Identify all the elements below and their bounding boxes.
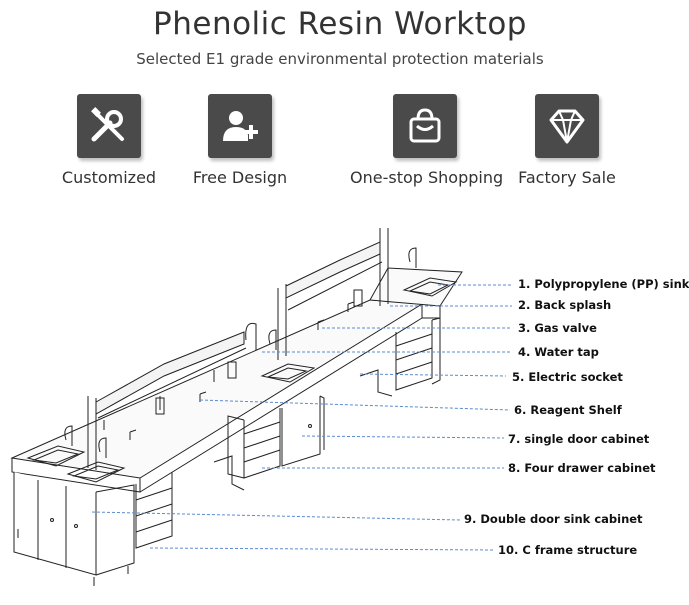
feature-label: Factory Sale bbox=[518, 168, 616, 187]
feature-label: Free Design bbox=[192, 168, 288, 187]
callout-double-door-sink-cabinet: 9. Double door sink cabinet bbox=[464, 512, 643, 526]
callout-single-door-cabinet: 7. single door cabinet bbox=[508, 432, 650, 446]
page-subtitle: Selected E1 grade environmental protecti… bbox=[136, 50, 544, 68]
feature-factory-sale: Factory Sale bbox=[492, 94, 642, 187]
feature-label: Customized bbox=[61, 168, 157, 187]
user-add-icon bbox=[208, 94, 272, 158]
callout-electric-socket: 5. Electric socket bbox=[512, 370, 623, 384]
feature-one-stop-shopping: One-stop Shopping bbox=[350, 94, 504, 187]
callout-pp-sink: 1. Polypropylene (PP) sink bbox=[518, 277, 689, 291]
diamond-icon bbox=[535, 94, 599, 158]
feature-label: One-stop Shopping bbox=[350, 168, 504, 187]
feature-free-design: Free Design bbox=[165, 94, 315, 187]
callout-gas-valve: 3. Gas valve bbox=[518, 321, 597, 335]
page-title: Phenolic Resin Worktop bbox=[153, 6, 527, 42]
callout-water-tap: 4. Water tap bbox=[518, 345, 599, 359]
callout-back-splash: 2. Back splash bbox=[518, 298, 612, 312]
tools-icon bbox=[77, 94, 141, 158]
callout-four-drawer-cabinet: 8. Four drawer cabinet bbox=[508, 461, 656, 475]
shopping-bag-icon bbox=[393, 94, 457, 158]
callout-reagent-shelf: 6. Reagent Shelf bbox=[514, 403, 622, 417]
feature-customized: Customized bbox=[34, 94, 184, 187]
callout-c-frame-structure: 10. C frame structure bbox=[498, 543, 638, 557]
